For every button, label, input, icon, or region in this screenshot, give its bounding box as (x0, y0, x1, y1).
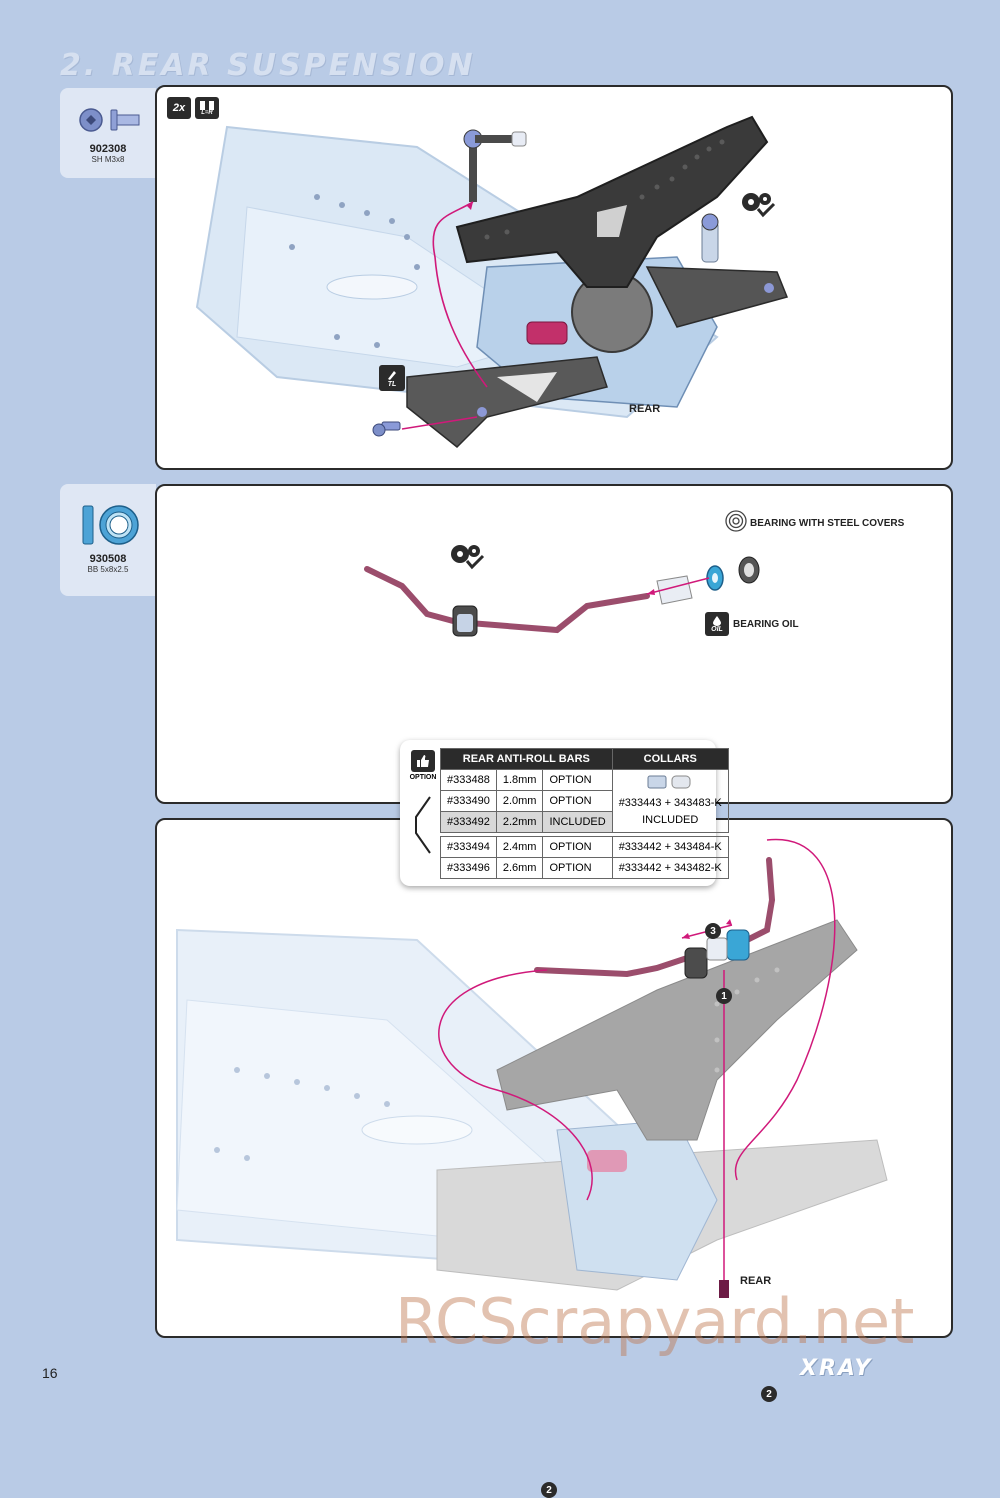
part-number: #333490 (440, 790, 497, 812)
bearing-covers-label: BEARING WITH STEEL COVERS (750, 518, 905, 529)
rear-label: REAR (629, 403, 661, 415)
part-code: 930508 (89, 553, 127, 565)
part-number: #333494 (440, 836, 497, 858)
adjust-gears-icon (451, 545, 485, 570)
oil-drop-icon (713, 615, 721, 626)
header-anti-roll-bars: REAR ANTI-ROLL BARS (440, 748, 613, 770)
header-collars: COLLARS (611, 748, 729, 770)
watermark: RCScrapyard.net (395, 1285, 915, 1358)
table-row: #333492 2.2mm INCLUDED (440, 811, 729, 833)
part-tab-screw: 902308 SH M3x8 (60, 88, 156, 178)
callout-step-1: 1 (716, 988, 732, 1004)
bar-status: OPTION (542, 769, 613, 791)
table-row: #333496 2.6mm OPTION #333442 + 343482-K (440, 857, 729, 879)
table-row: #333490 2.0mm OPTION (440, 790, 729, 812)
part-desc: SH M3x8 (91, 155, 125, 164)
table-row: #333488 1.8mm OPTION #333443 + 343483-K … (440, 769, 729, 833)
thumbs-up-icon (417, 755, 429, 767)
collar-part-number: #333443 + 343483-K (618, 797, 722, 810)
anti-roll-bar-table: REAR ANTI-ROLL BARS COLLARS #333488 1.8m… (440, 748, 729, 879)
rear-label: REAR (740, 1275, 772, 1287)
table-row: #333494 2.4mm OPTION #333442 + 343484-K (440, 836, 729, 858)
brand-logo: XRAY (800, 1356, 873, 1381)
part-number: #333496 (440, 857, 497, 879)
anti-roll-bar-shape-icon (415, 796, 431, 854)
ball-bearing-icon (82, 505, 139, 545)
page-number: 16 (42, 1365, 58, 1381)
bar-status: OPTION (542, 857, 613, 879)
part-desc: BB 5x8x2.5 (87, 565, 129, 574)
rear-suspension-assembly-illustration (195, 115, 789, 449)
part-number: #333488 (440, 769, 497, 791)
tl-label: TL (387, 380, 397, 388)
bar-status: INCLUDED (542, 811, 613, 833)
threadlock-icon (388, 370, 396, 380)
threadlock-badge: TL (379, 365, 405, 391)
option-indicator: OPTION (406, 750, 440, 781)
callout-step-2-left: 2 (541, 1482, 557, 1498)
collar-part-number: #333442 + 343484-K (611, 836, 729, 858)
symmetric-parts-icon (200, 100, 214, 110)
screw-icon (79, 108, 140, 132)
part-tab-bearing: 930508 BB 5x8x2.5 (60, 484, 156, 596)
part-number: #333492 (440, 811, 497, 833)
oil-badge-label: OIL (711, 625, 723, 633)
anti-roll-bar-installation-illustration (176, 838, 888, 1298)
option-label: OPTION (409, 774, 437, 781)
collar-status: INCLUDED (642, 813, 699, 826)
collar-part-number: #333442 + 343482-K (611, 857, 729, 879)
callout-step-2-right: 2 (761, 1386, 777, 1402)
section-title: 2. REAR SUSPENSION (60, 48, 476, 83)
collar-parts-icon (647, 775, 691, 789)
anti-roll-bar-illustration (364, 556, 760, 637)
bar-status: OPTION (542, 790, 613, 812)
left-right-badge: L=R (195, 97, 219, 119)
adjust-gears-icon (742, 193, 776, 218)
bar-size: 2.4mm (495, 836, 544, 858)
fingerprint-icon (725, 510, 747, 532)
lr-label: L=R (201, 109, 213, 116)
thumbs-up-badge (411, 750, 435, 772)
bar-size: 1.8mm (495, 769, 544, 791)
bar-size: 2.0mm (495, 790, 544, 812)
quantity-badge: 2x (167, 97, 191, 119)
collar-cell-included: #333443 + 343483-K INCLUDED (611, 769, 729, 833)
part-code: 902308 (89, 143, 127, 155)
bar-size: 2.6mm (495, 857, 544, 879)
step3-panel: 1 2 2 3 REAR (155, 818, 953, 1498)
oil-badge: OIL (705, 612, 729, 636)
bar-size: 2.2mm (495, 811, 544, 833)
bearing-oil-label: BEARING OIL (733, 619, 799, 630)
step1-panel: 2x L=R (155, 85, 953, 470)
bar-status: OPTION (542, 836, 613, 858)
callout-step-3: 3 (705, 923, 721, 939)
anti-roll-bar-options-card: OPTION REAR ANTI-ROLL BARS COLLARS #3334… (400, 740, 729, 886)
